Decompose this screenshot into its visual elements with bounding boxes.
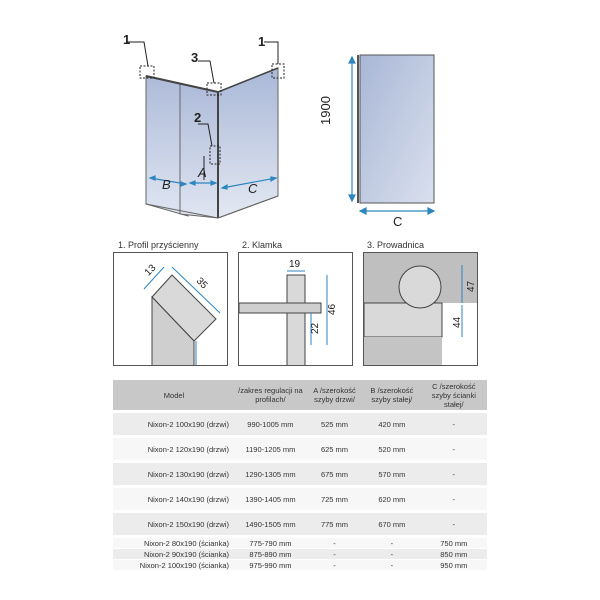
table-cell: 775 mm bbox=[305, 511, 364, 538]
width-dimension-arrow bbox=[358, 207, 436, 215]
callout-3-label: 3 bbox=[191, 50, 199, 65]
table-cell: Nixon-2 130x190 (drzwi) bbox=[113, 461, 235, 488]
table-cell: 850 mm bbox=[420, 548, 487, 560]
detail-1-title: 1. Profil przyścienny bbox=[118, 240, 199, 250]
detail-3-box bbox=[363, 252, 478, 366]
table-cell: 875-890 mm bbox=[235, 548, 306, 560]
detail-2-dim-19: 19 bbox=[289, 259, 301, 270]
table-cell: 675 mm bbox=[305, 461, 364, 488]
table-cell: 990-1005 mm bbox=[235, 411, 306, 438]
table-cell: 1290-1305 mm bbox=[235, 461, 306, 488]
table-cell: 1190-1205 mm bbox=[235, 436, 306, 463]
table-cell: 950 mm bbox=[420, 559, 487, 571]
side-height-label: 1900 bbox=[318, 96, 333, 125]
header-A: A /szerokość szyby drzwi/ bbox=[305, 380, 364, 413]
table-cell: 620 mm bbox=[363, 486, 421, 513]
table-cell: - bbox=[420, 436, 487, 463]
table-cell: Nixon-2 100x190 (ścianka) bbox=[113, 559, 235, 571]
table-cell: Nixon-2 80x190 (ścianka) bbox=[113, 536, 235, 549]
table-cell: Nixon-2 140x190 (drzwi) bbox=[113, 486, 235, 513]
detail-1-box bbox=[113, 252, 228, 366]
door-glass-panel bbox=[179, 83, 219, 219]
header-range: /zakres regulacji na profilach/ bbox=[235, 380, 306, 413]
dimension-label-C: C bbox=[248, 181, 258, 196]
side-width-label: C bbox=[393, 214, 403, 229]
table-cell: 725 mm bbox=[305, 486, 364, 513]
table-cell: Nixon-2 100x190 (drzwi) bbox=[113, 411, 235, 438]
header-C: C /szerokość szyby ścianki stałej/ bbox=[420, 380, 487, 413]
table-row: Nixon-2 90x190 (ścianka)875-890 mm--850 … bbox=[113, 548, 487, 560]
callout-1-right-label: 1 bbox=[258, 34, 266, 49]
table-cell: 1490-1505 mm bbox=[235, 511, 306, 538]
dimension-arrow-B bbox=[148, 175, 188, 187]
table-cell: 670 mm bbox=[363, 511, 421, 538]
table-cell: 975-990 mm bbox=[235, 559, 306, 571]
detail-2-title: 2. Klamka bbox=[242, 240, 283, 250]
dimension-arrow-A bbox=[188, 180, 218, 186]
height-dimension-arrow bbox=[348, 55, 356, 203]
table-cell: 520 mm bbox=[363, 436, 421, 463]
dimension-arrow-C bbox=[220, 176, 278, 190]
table-cell: - bbox=[363, 559, 421, 571]
spec-table: Model /zakres regulacji na profilach/ A … bbox=[113, 380, 487, 571]
table-cell: 775-790 mm bbox=[235, 536, 306, 549]
table-cell: 750 mm bbox=[420, 536, 487, 549]
detail-3-title: 3. Prowadnica bbox=[367, 240, 425, 250]
detail-2-dim-46: 46 bbox=[327, 303, 338, 315]
callout-box-handle bbox=[209, 145, 221, 165]
table-cell: - bbox=[420, 511, 487, 538]
table-cell: Nixon-2 90x190 (ścianka) bbox=[113, 548, 235, 560]
table-cell: - bbox=[363, 536, 421, 549]
table-cell: - bbox=[420, 486, 487, 513]
shower-enclosure-drawing bbox=[126, 41, 285, 219]
header-B: B /szerokość szyby stałej/ bbox=[363, 380, 421, 413]
table-cell: 1390-1405 mm bbox=[235, 486, 306, 513]
table-cell: 525 mm bbox=[305, 411, 364, 438]
detail-2-dim-22: 22 bbox=[310, 322, 321, 334]
table-row: Nixon-2 80x190 (ścianka)775-790 mm--750 … bbox=[113, 536, 487, 549]
table-cell: - bbox=[305, 559, 364, 571]
detail-2-box bbox=[238, 252, 353, 366]
table-header-row: Model /zakres regulacji na profilach/ A … bbox=[113, 380, 487, 413]
table-cell: Nixon-2 120x190 (drzwi) bbox=[113, 436, 235, 463]
callout-1-left-label: 1 bbox=[123, 32, 131, 47]
table-cell: 625 mm bbox=[305, 436, 364, 463]
table-row: Nixon-2 100x190 (ścianka)975-990 mm--950… bbox=[113, 559, 487, 571]
callout-box-right bbox=[271, 63, 285, 79]
table-cell: 420 mm bbox=[363, 411, 421, 438]
table-cell: - bbox=[420, 461, 487, 488]
dimension-label-A: A bbox=[198, 165, 207, 180]
table-cell: Nixon-2 150x190 (drzwi) bbox=[113, 511, 235, 538]
table-cell: - bbox=[305, 536, 364, 549]
side-glass-panel bbox=[359, 54, 435, 204]
dimension-label-B: B bbox=[162, 177, 171, 192]
table-cell: 570 mm bbox=[363, 461, 421, 488]
table-cell: - bbox=[363, 548, 421, 560]
detail-3-dim-47: 47 bbox=[466, 280, 477, 292]
detail-3-dim-44: 44 bbox=[452, 316, 463, 328]
side-view-drawing bbox=[348, 54, 436, 215]
table-cell: - bbox=[420, 411, 487, 438]
callout-2-label: 2 bbox=[194, 110, 202, 125]
header-model: Model bbox=[113, 380, 235, 413]
table-cell: - bbox=[305, 548, 364, 560]
callout-box-left bbox=[139, 65, 155, 79]
